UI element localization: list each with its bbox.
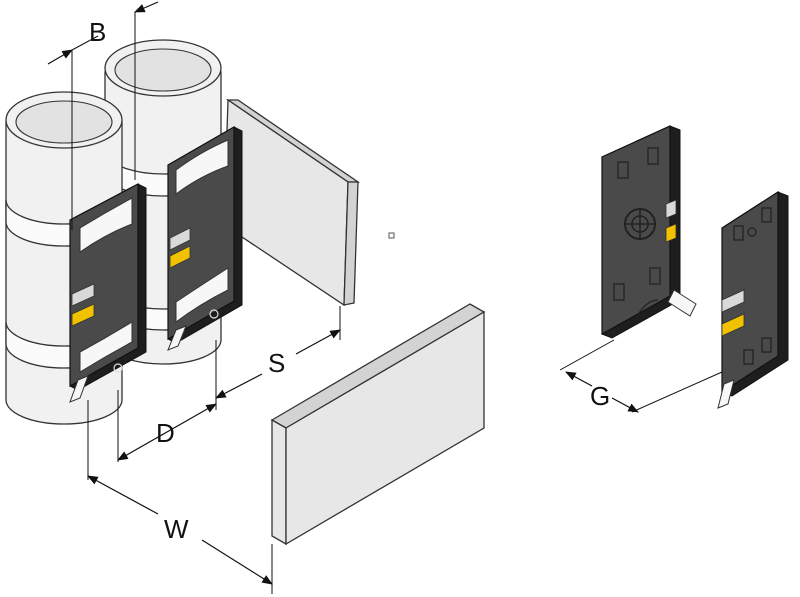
sensor-front-screw xyxy=(113,363,123,373)
dim-b-arrow-left xyxy=(47,49,73,65)
dim-s-line-b xyxy=(295,329,341,355)
sensor-rear-led-yellow xyxy=(169,245,191,269)
dim-d-line xyxy=(117,403,217,461)
dim-s-line-a xyxy=(215,373,263,399)
sensor-front-clip-bottom xyxy=(79,321,133,373)
sensor-right-front-screw xyxy=(747,227,757,237)
sensor-right-back-slot-2 xyxy=(647,147,659,165)
cylinder-rear-opening xyxy=(114,48,212,92)
sensor-rear-clip-bottom xyxy=(175,267,229,323)
plate-back-face xyxy=(223,98,349,307)
sensor-right-front-slot-3 xyxy=(743,349,754,365)
sensor-right-front-cable xyxy=(717,379,735,409)
sensor-front-led-yellow xyxy=(71,303,95,327)
dim-b-arrow-right xyxy=(134,1,159,13)
dimension-g: G xyxy=(559,339,723,413)
sensor-right-front-slot-1 xyxy=(733,225,744,241)
sensor-right-back xyxy=(601,125,697,339)
reflector-plate-front xyxy=(270,303,486,546)
reference-marker xyxy=(388,232,395,239)
dim-g-arrow-right xyxy=(611,397,639,413)
sensor-right-back-notch xyxy=(635,299,659,319)
sensor-right-front xyxy=(717,190,789,409)
cylinder-front-opening xyxy=(15,100,113,144)
dimension-w: W xyxy=(87,400,273,594)
sensor-right-back-cable xyxy=(667,289,697,317)
sensor-right-back-slot-1 xyxy=(617,161,629,179)
dimension-b: B xyxy=(47,1,159,230)
sensor-rear-cable xyxy=(167,325,187,351)
reflector-plate-back xyxy=(223,98,361,307)
sensor-right-front-face xyxy=(721,190,779,394)
plate-back-side xyxy=(343,181,359,306)
plate-front-face xyxy=(271,418,287,546)
dimension-s: S xyxy=(215,306,341,399)
sensor-rear-screw xyxy=(209,309,219,319)
dim-g-ext-left xyxy=(559,339,615,371)
plate-front-main xyxy=(285,310,485,546)
sensor-front-clip-top xyxy=(79,197,133,253)
sensor-right-back-slot-4 xyxy=(649,267,661,285)
dim-g-label: G xyxy=(590,381,610,411)
dim-b-label: B xyxy=(89,17,106,47)
sensor-right-front-slot-4 xyxy=(761,337,772,353)
dim-g-arrow-left xyxy=(565,371,593,387)
sensor-front xyxy=(69,183,147,403)
dim-g-ext-right xyxy=(631,371,723,413)
sensor-rear xyxy=(167,125,243,351)
dim-s-label: S xyxy=(268,348,285,378)
sensor-right-front-led-yellow xyxy=(721,313,745,337)
sensor-front-cable xyxy=(69,375,89,403)
dim-d-label: D xyxy=(156,418,175,448)
sensor-right-back-led-yellow xyxy=(665,223,677,243)
sensor-rear-clip-top xyxy=(175,139,229,195)
sensor-right-front-slot-2 xyxy=(761,207,772,223)
sensor-right-back-led-light xyxy=(665,199,677,219)
dim-w-label: W xyxy=(164,514,189,544)
sensor-rear-led-light xyxy=(169,227,191,251)
dim-w-line-a xyxy=(87,475,159,515)
sensor-right-front-led-light xyxy=(721,289,745,313)
dim-b-leader xyxy=(71,35,99,51)
dim-w-line-b xyxy=(201,539,273,585)
sensor-front-led-light xyxy=(71,283,95,307)
sensor-right-back-slot-3 xyxy=(613,283,625,301)
